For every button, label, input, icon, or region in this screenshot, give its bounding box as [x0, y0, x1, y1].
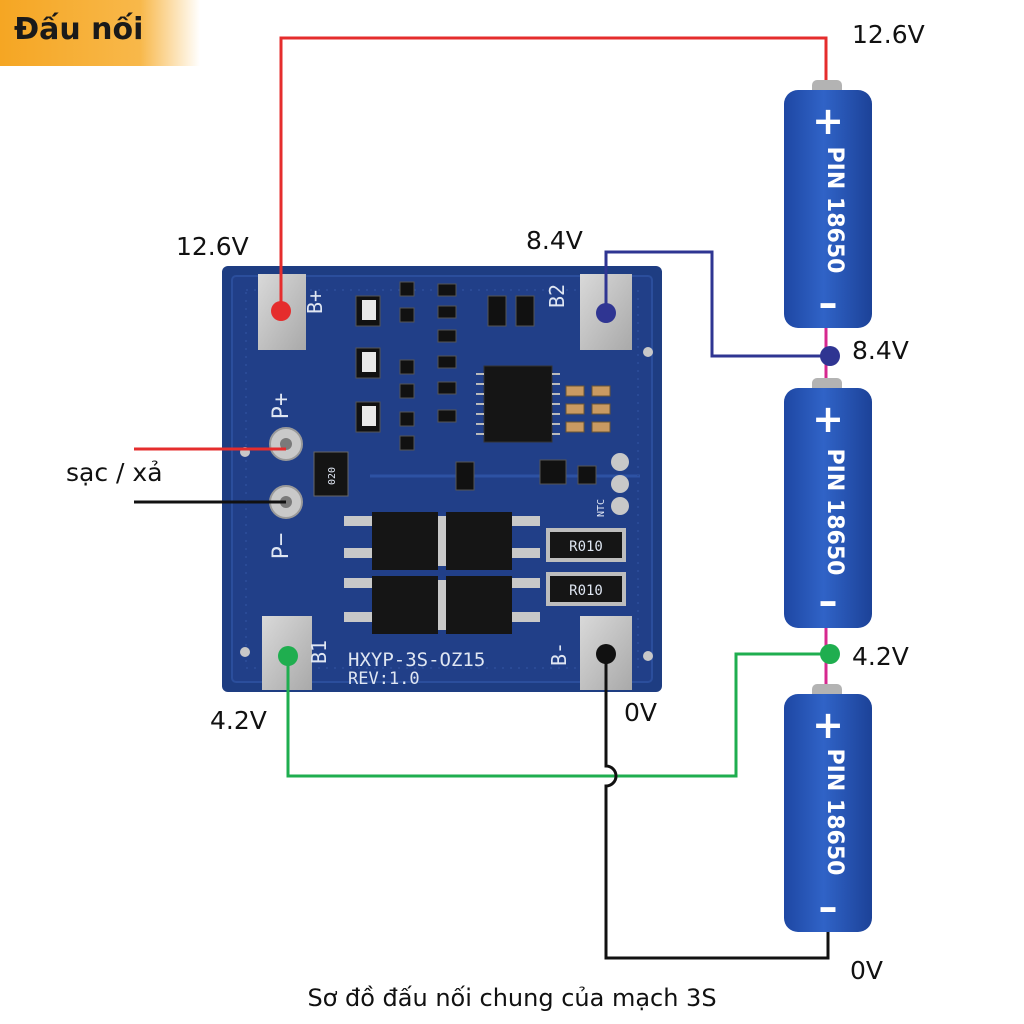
- bms-board: 020 R010 R010 B+ B2 B1 B- P+ P− HXYP-3S: [222, 266, 662, 692]
- wire-red: [279, 36, 828, 311]
- cell-1-minus: –: [819, 281, 838, 325]
- label-board-bplus: 12.6V: [176, 232, 249, 261]
- label-batt-top: 12.6V: [852, 20, 925, 49]
- silk-model: HXYP-3S-OZ15: [348, 649, 485, 671]
- label-charge-discharge: sạc / xả: [66, 458, 163, 487]
- header-badge: Đấu nối: [0, 0, 200, 66]
- shunt-resistor-2: [546, 572, 626, 606]
- dot-b2: [596, 303, 616, 323]
- silk-pplus: P+: [269, 393, 294, 420]
- label-board-b2: 8.4V: [526, 226, 583, 255]
- silk-rev: REV:1.0: [348, 669, 420, 689]
- dot-bplus: [271, 301, 291, 321]
- cell-2-minus: –: [819, 579, 838, 623]
- dot-cell-junction-lower: [820, 644, 840, 664]
- silk-pminus: P−: [269, 533, 294, 560]
- mosfets: [344, 512, 540, 634]
- wire-blue: [604, 250, 830, 358]
- shunt-resistor-1: [546, 528, 626, 562]
- cell-3-plus: +: [812, 703, 844, 747]
- battery-cell-3: + PIN 18650 –: [784, 684, 872, 932]
- silk-bplus: B+: [303, 290, 327, 314]
- cell-3-minus: –: [819, 885, 838, 929]
- label-batt-mid-upper: 8.4V: [852, 336, 909, 365]
- caption: Sơ đồ đấu nối chung của mạch 3S: [307, 984, 717, 1012]
- cell-1-plus: +: [812, 99, 844, 143]
- battery-cell-2: + PIN 18650 –: [784, 378, 872, 628]
- small-ic-label: 020: [327, 467, 338, 485]
- silk-b2: B2: [545, 284, 569, 308]
- main-ic: [483, 365, 553, 443]
- resistor-1-label: R010: [569, 539, 603, 555]
- resistor-2-label: R010: [569, 583, 603, 599]
- dot-cell-junction-upper: [820, 346, 840, 366]
- small-ic: [313, 451, 349, 497]
- label-board-b1: 4.2V: [210, 706, 267, 735]
- wire-black: [604, 656, 830, 960]
- dot-b1: [278, 646, 298, 666]
- wire-green: [286, 652, 830, 778]
- header-title: Đấu nối: [14, 12, 144, 47]
- cell-2-name: PIN 18650: [822, 449, 847, 576]
- silk-b1: B1: [307, 640, 331, 664]
- silk-ntc: NTC: [596, 499, 607, 517]
- battery-cell-1: + PIN 18650 –: [784, 80, 872, 328]
- label-batt-mid-lower: 4.2V: [852, 642, 909, 671]
- label-board-bminus: 0V: [624, 698, 658, 727]
- label-batt-bottom: 0V: [850, 956, 884, 985]
- silk-bminus: B-: [547, 642, 571, 666]
- dot-bminus: [596, 644, 616, 664]
- cell-2-plus: +: [812, 397, 844, 441]
- cell-3-name: PIN 18650: [822, 749, 847, 876]
- cell-1-name: PIN 18650: [822, 147, 847, 274]
